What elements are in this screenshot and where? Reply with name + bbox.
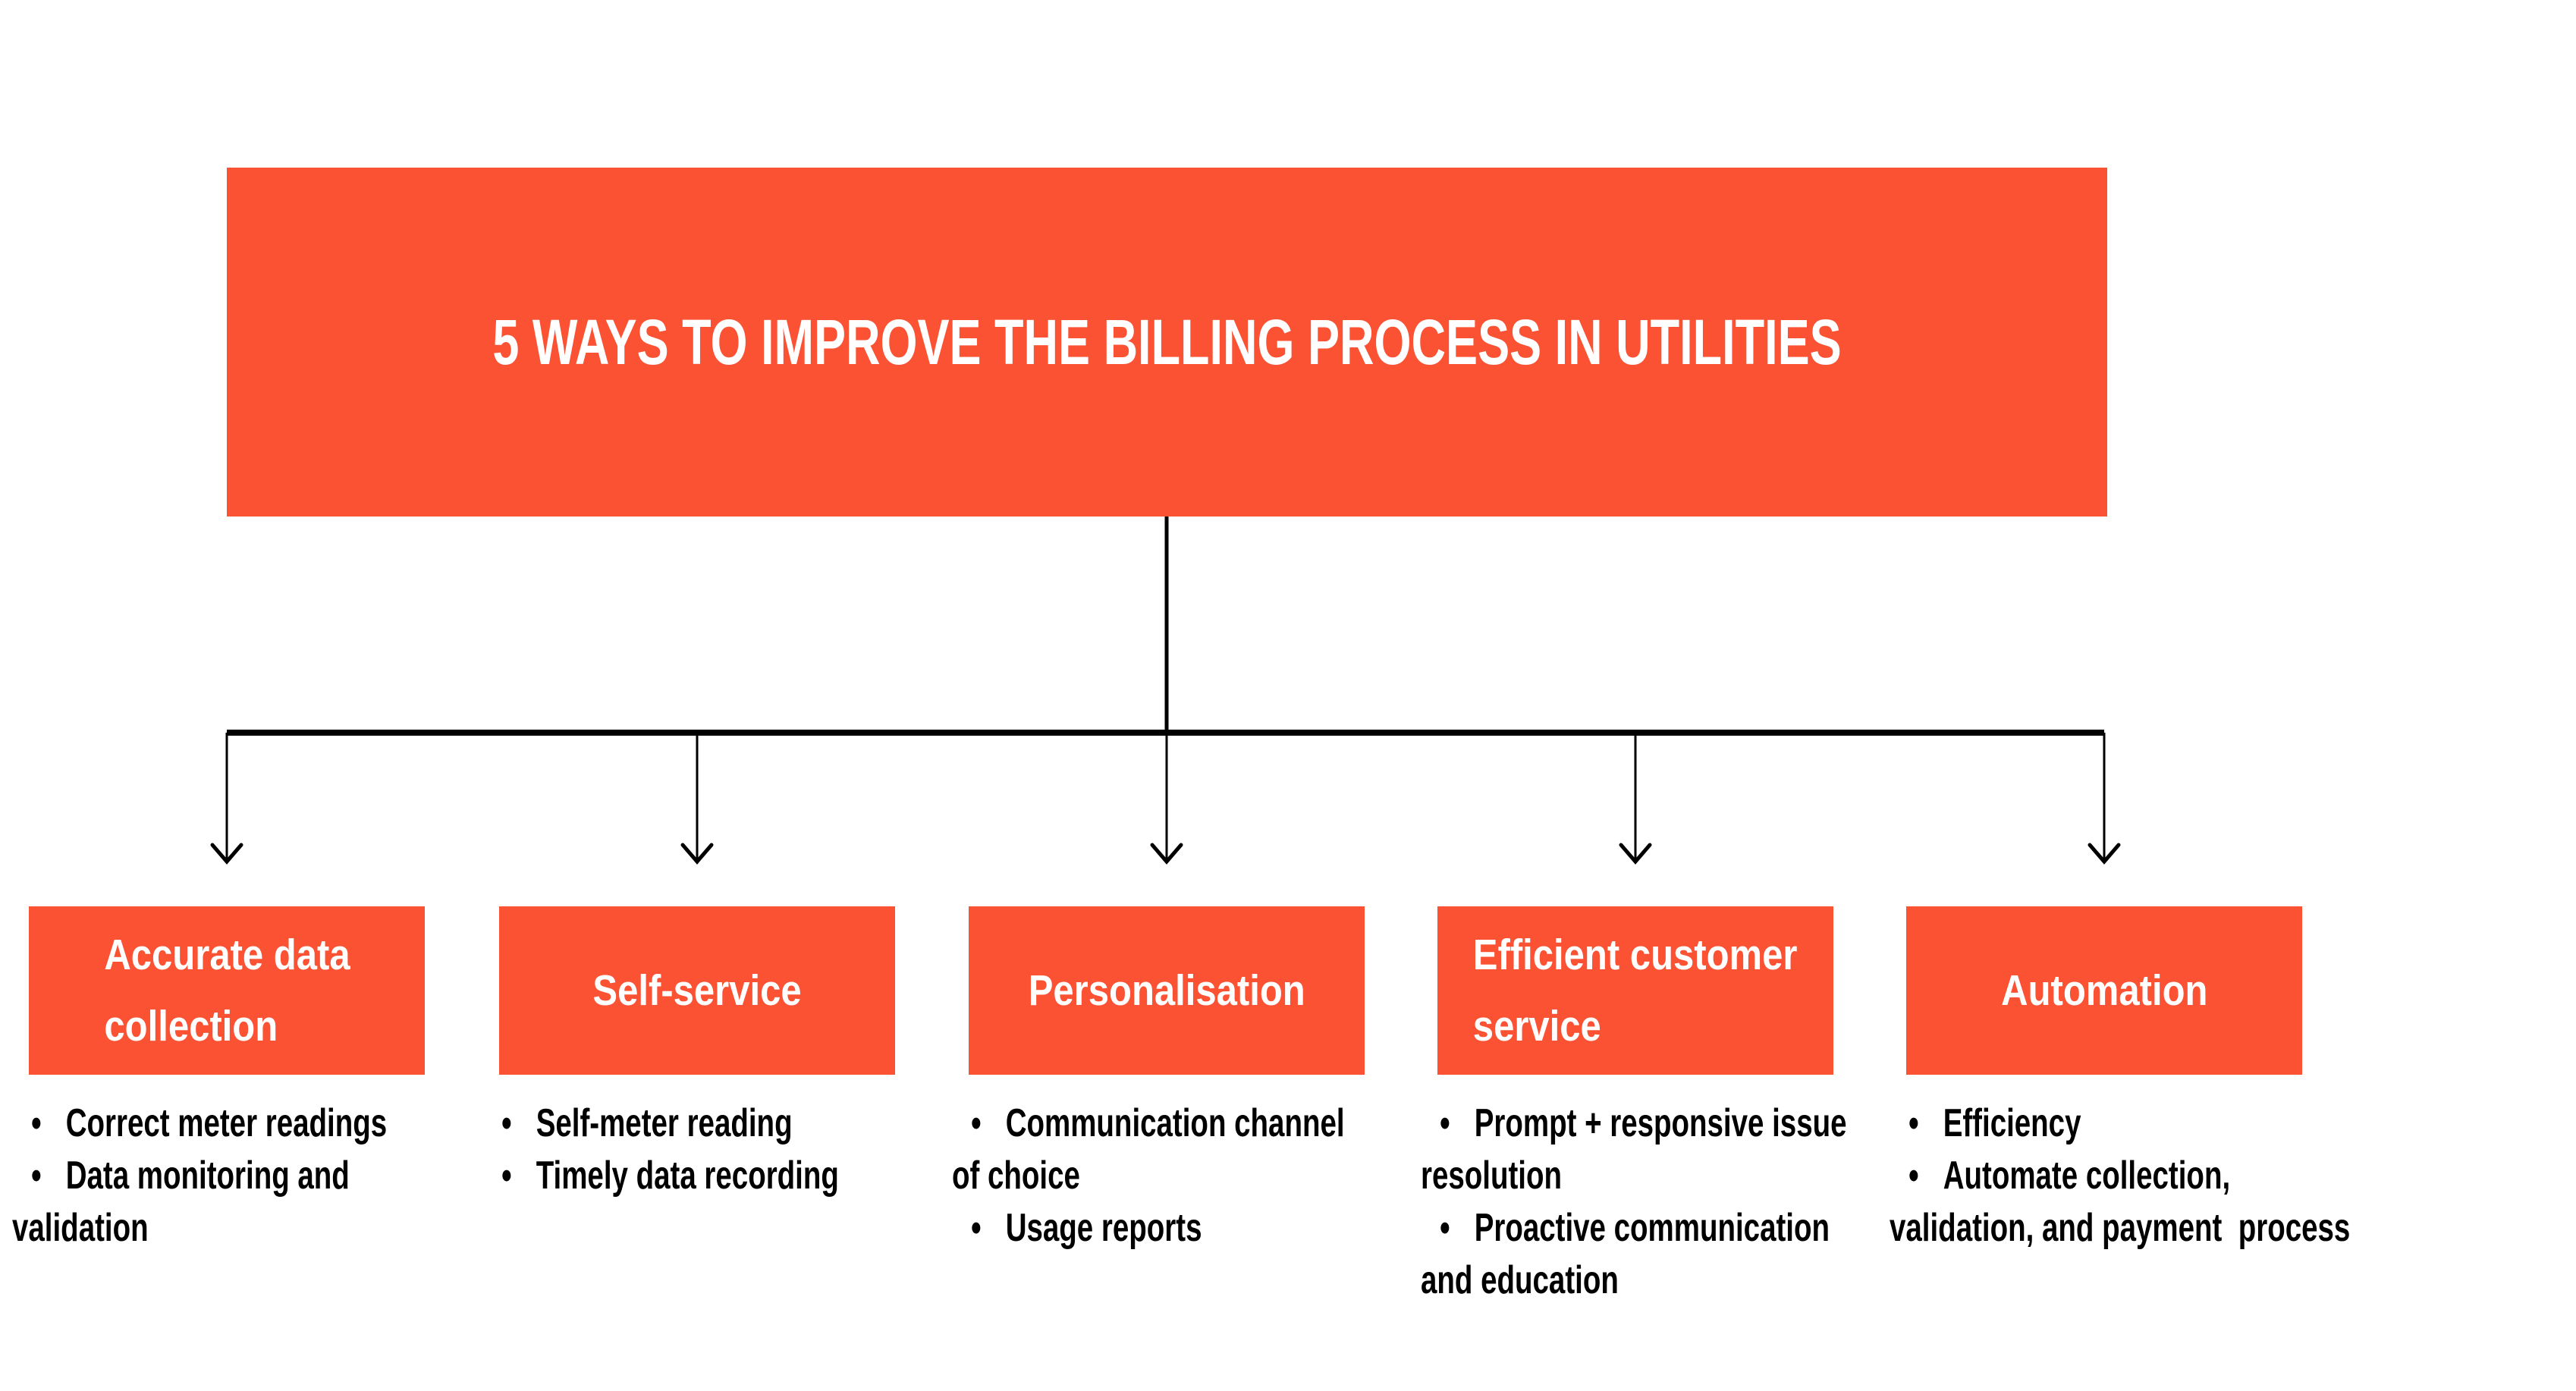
bullet-item: • Timely data recording xyxy=(501,1154,839,1198)
arrow-down-icon xyxy=(210,843,243,865)
category-heading: Accurate data collection xyxy=(104,919,350,1062)
category-heading-box: Efficient customer service xyxy=(1437,906,1833,1075)
category-heading-box: Self-service xyxy=(499,906,895,1075)
bullet-item-continuation: and education xyxy=(1421,1258,1619,1302)
category-heading: Personalisation xyxy=(1028,955,1305,1026)
bullet-item-continuation: resolution xyxy=(1421,1154,1562,1198)
bullet-item: • Automate collection, xyxy=(1908,1154,2231,1198)
page-title: 5 WAYS TO IMPROVE THE BILLING PROCESS IN… xyxy=(492,306,1842,378)
bullet-item: • Efficiency xyxy=(1908,1101,2081,1145)
category-column: Accurate data collection • Correct meter … xyxy=(12,906,425,1250)
category-heading: Efficient customer service xyxy=(1473,919,1798,1062)
category-heading-box: Personalisation xyxy=(969,906,1365,1075)
category-heading-line: service xyxy=(1473,1002,1602,1050)
category-heading-line: Self-service xyxy=(592,966,802,1015)
arrow-down-icon xyxy=(2088,843,2121,865)
category-heading-line: Efficient customer xyxy=(1473,931,1798,979)
arrow-down-icon xyxy=(1619,843,1652,865)
bullet-list: • Communication channel of choice • Usage … xyxy=(952,1097,1434,1254)
category-heading-box: Automation xyxy=(1906,906,2302,1075)
category-column: Personalisation • Communication channel o… xyxy=(952,906,1365,1250)
category-column: Automation • Efficiency • Automate collec… xyxy=(1890,906,2350,1250)
category-heading-line: Accurate data xyxy=(103,931,350,979)
category-heading-line: Automation xyxy=(2000,966,2208,1015)
main-title-box: 5 WAYS TO IMPROVE THE BILLING PROCESS IN… xyxy=(227,168,2107,517)
bullet-item: • Prompt + responsive issue xyxy=(1440,1101,1847,1145)
bullet-item-continuation: validation, and payment process xyxy=(1890,1206,2351,1250)
bullet-list: • Self-meter reading • Timely data record… xyxy=(482,1097,965,1202)
arrow-down-icon xyxy=(1150,843,1183,865)
bullet-item: • Self-meter reading xyxy=(501,1101,793,1145)
bullet-item: • Data monitoring and xyxy=(31,1154,350,1198)
arrow-down-icon xyxy=(680,843,714,865)
category-heading-line: Personalisation xyxy=(1028,966,1305,1015)
bullet-list: • Correct meter readings • Data monitorin… xyxy=(12,1097,495,1254)
bullet-item-continuation: validation xyxy=(12,1206,149,1250)
category-column: Self-service • Self-meter reading • Timel… xyxy=(499,906,895,1198)
bullet-item: • Proactive communication xyxy=(1440,1206,1830,1250)
category-heading: Self-service xyxy=(592,955,801,1026)
bullet-item: • Communication channel xyxy=(971,1101,1345,1145)
category-heading-line: collection xyxy=(103,1002,278,1050)
category-heading-box: Accurate data collection xyxy=(29,906,425,1075)
bullet-list: • Efficiency • Automate collection, valida… xyxy=(1890,1097,2372,1254)
bullet-item: • Usage reports xyxy=(971,1206,1202,1250)
bullet-item-continuation: of choice xyxy=(952,1154,1080,1198)
bullet-item: • Correct meter readings xyxy=(31,1101,388,1145)
category-column: Efficient customer service • Prompt + res… xyxy=(1421,906,1847,1302)
category-heading: Automation xyxy=(2001,955,2207,1026)
bullet-list: • Prompt + responsive issue resolution • P… xyxy=(1421,1097,1903,1307)
